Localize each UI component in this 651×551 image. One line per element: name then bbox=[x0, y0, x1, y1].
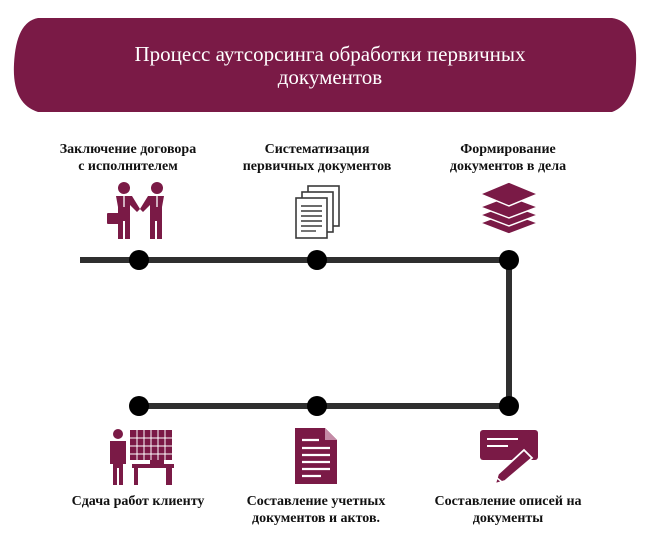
timeline-node-1 bbox=[129, 250, 149, 270]
step-label-handover: Сдача работ клиенту bbox=[71, 494, 205, 509]
banner-shape bbox=[13, 18, 637, 112]
title-banner bbox=[13, 18, 637, 112]
handshake-icon bbox=[107, 182, 164, 239]
page-title-line1: Процесс аутсорсинга обработки первичных bbox=[134, 42, 526, 66]
timeline-node-6 bbox=[129, 396, 149, 416]
step-label-accounting-docs: Составление учетных документов и актов. bbox=[246, 494, 386, 526]
timeline-node-2 bbox=[307, 250, 327, 270]
step-label-inventories: Составление описей на документы bbox=[434, 494, 582, 526]
step-label-contract: Заключение договора с исполнителем bbox=[59, 142, 197, 174]
timeline-node-3 bbox=[499, 250, 519, 270]
signing-icon bbox=[480, 430, 538, 486]
timeline-node-4 bbox=[499, 396, 519, 416]
page-title: Процесс аутсорсинга обработки первичных … bbox=[70, 43, 590, 89]
timeline-path bbox=[80, 257, 512, 409]
office-worker-icon bbox=[110, 429, 174, 485]
step-label-systematization: Систематизация первичных документов bbox=[242, 142, 392, 174]
page-title-line2: документов bbox=[277, 65, 383, 89]
document-icon bbox=[295, 428, 337, 484]
timeline-node-5 bbox=[307, 396, 327, 416]
layers-icon bbox=[478, 181, 540, 235]
document-stack-icon bbox=[295, 185, 340, 239]
step-label-filing: Формирование документов в дела bbox=[449, 142, 567, 174]
